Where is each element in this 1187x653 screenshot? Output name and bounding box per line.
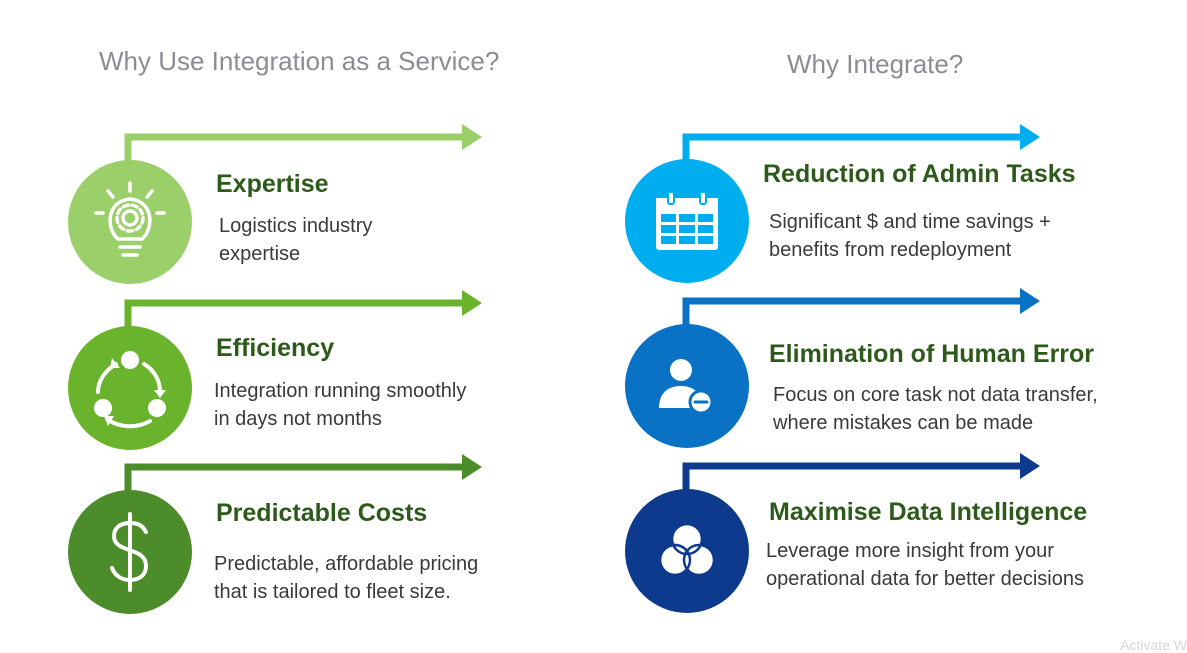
- description-line: Integration running smoothly: [214, 380, 467, 402]
- reduction-admin-description: Significant $ and time savings + benefit…: [769, 208, 1051, 264]
- efficiency-title: Efficiency: [216, 334, 335, 362]
- calendar-icon: [656, 191, 718, 250]
- dollar-icon: [110, 512, 149, 592]
- description-line: Significant $ and time savings +: [769, 211, 1051, 233]
- efficiency-icon-circle: [68, 326, 192, 450]
- connector-arrow: [682, 288, 1040, 334]
- cycle-arrows-icon: [94, 351, 166, 429]
- description-line: benefits from redeployment: [769, 239, 1012, 261]
- description-line: Logistics industry: [219, 215, 373, 237]
- predictable-costs-title: Predictable Costs: [216, 499, 428, 527]
- expertise-description: Logistics industry expertise: [219, 212, 372, 268]
- connector-arrow: [124, 290, 482, 336]
- predictable-costs-description: Predictable, affordable pricing that is …: [214, 550, 478, 606]
- description-line: where mistakes can be made: [773, 412, 1034, 434]
- expertise-icon-circle: [68, 160, 192, 284]
- reduction-admin-title: Reduction of Admin Tasks: [763, 160, 1076, 188]
- expertise-title: Expertise: [216, 170, 329, 198]
- description-line: Focus on core task not data transfer,: [773, 384, 1098, 406]
- connector-arrow: [124, 124, 482, 170]
- connector-arrow: [682, 453, 1040, 499]
- description-line: expertise: [219, 243, 301, 265]
- venn-circles-icon: [658, 522, 716, 577]
- left-column-title: Why Use Integration as a Service?: [99, 46, 500, 76]
- description-line: Predictable, affordable pricing: [214, 553, 479, 575]
- user-minus-icon: [659, 359, 714, 415]
- reduction-admin-icon-circle: [625, 159, 749, 283]
- predictable-costs-icon-circle: [68, 490, 192, 614]
- description-line: in days not months: [214, 408, 382, 430]
- description-line: that is tailored to fleet size.: [214, 581, 451, 603]
- connector-arrow: [124, 454, 482, 500]
- human-error-description: Focus on core task not data transfer, wh…: [773, 381, 1098, 437]
- lightbulb-gear-icon: [94, 181, 166, 257]
- data-intelligence-icon-circle: [625, 489, 749, 613]
- description-line: operational data for better decisions: [766, 568, 1084, 590]
- description-line: Leverage more insight from your: [766, 540, 1054, 562]
- activation-watermark: Activate W: [1120, 637, 1187, 653]
- data-intelligence-description: Leverage more insight from your operatio…: [766, 537, 1084, 593]
- human-error-icon-circle: [625, 324, 749, 448]
- data-intelligence-title: Maximise Data Intelligence: [769, 498, 1088, 526]
- efficiency-description: Integration running smoothly in days not…: [214, 377, 466, 433]
- right-column-title: Why Integrate?: [787, 49, 964, 79]
- human-error-title: Elimination of Human Error: [769, 340, 1095, 368]
